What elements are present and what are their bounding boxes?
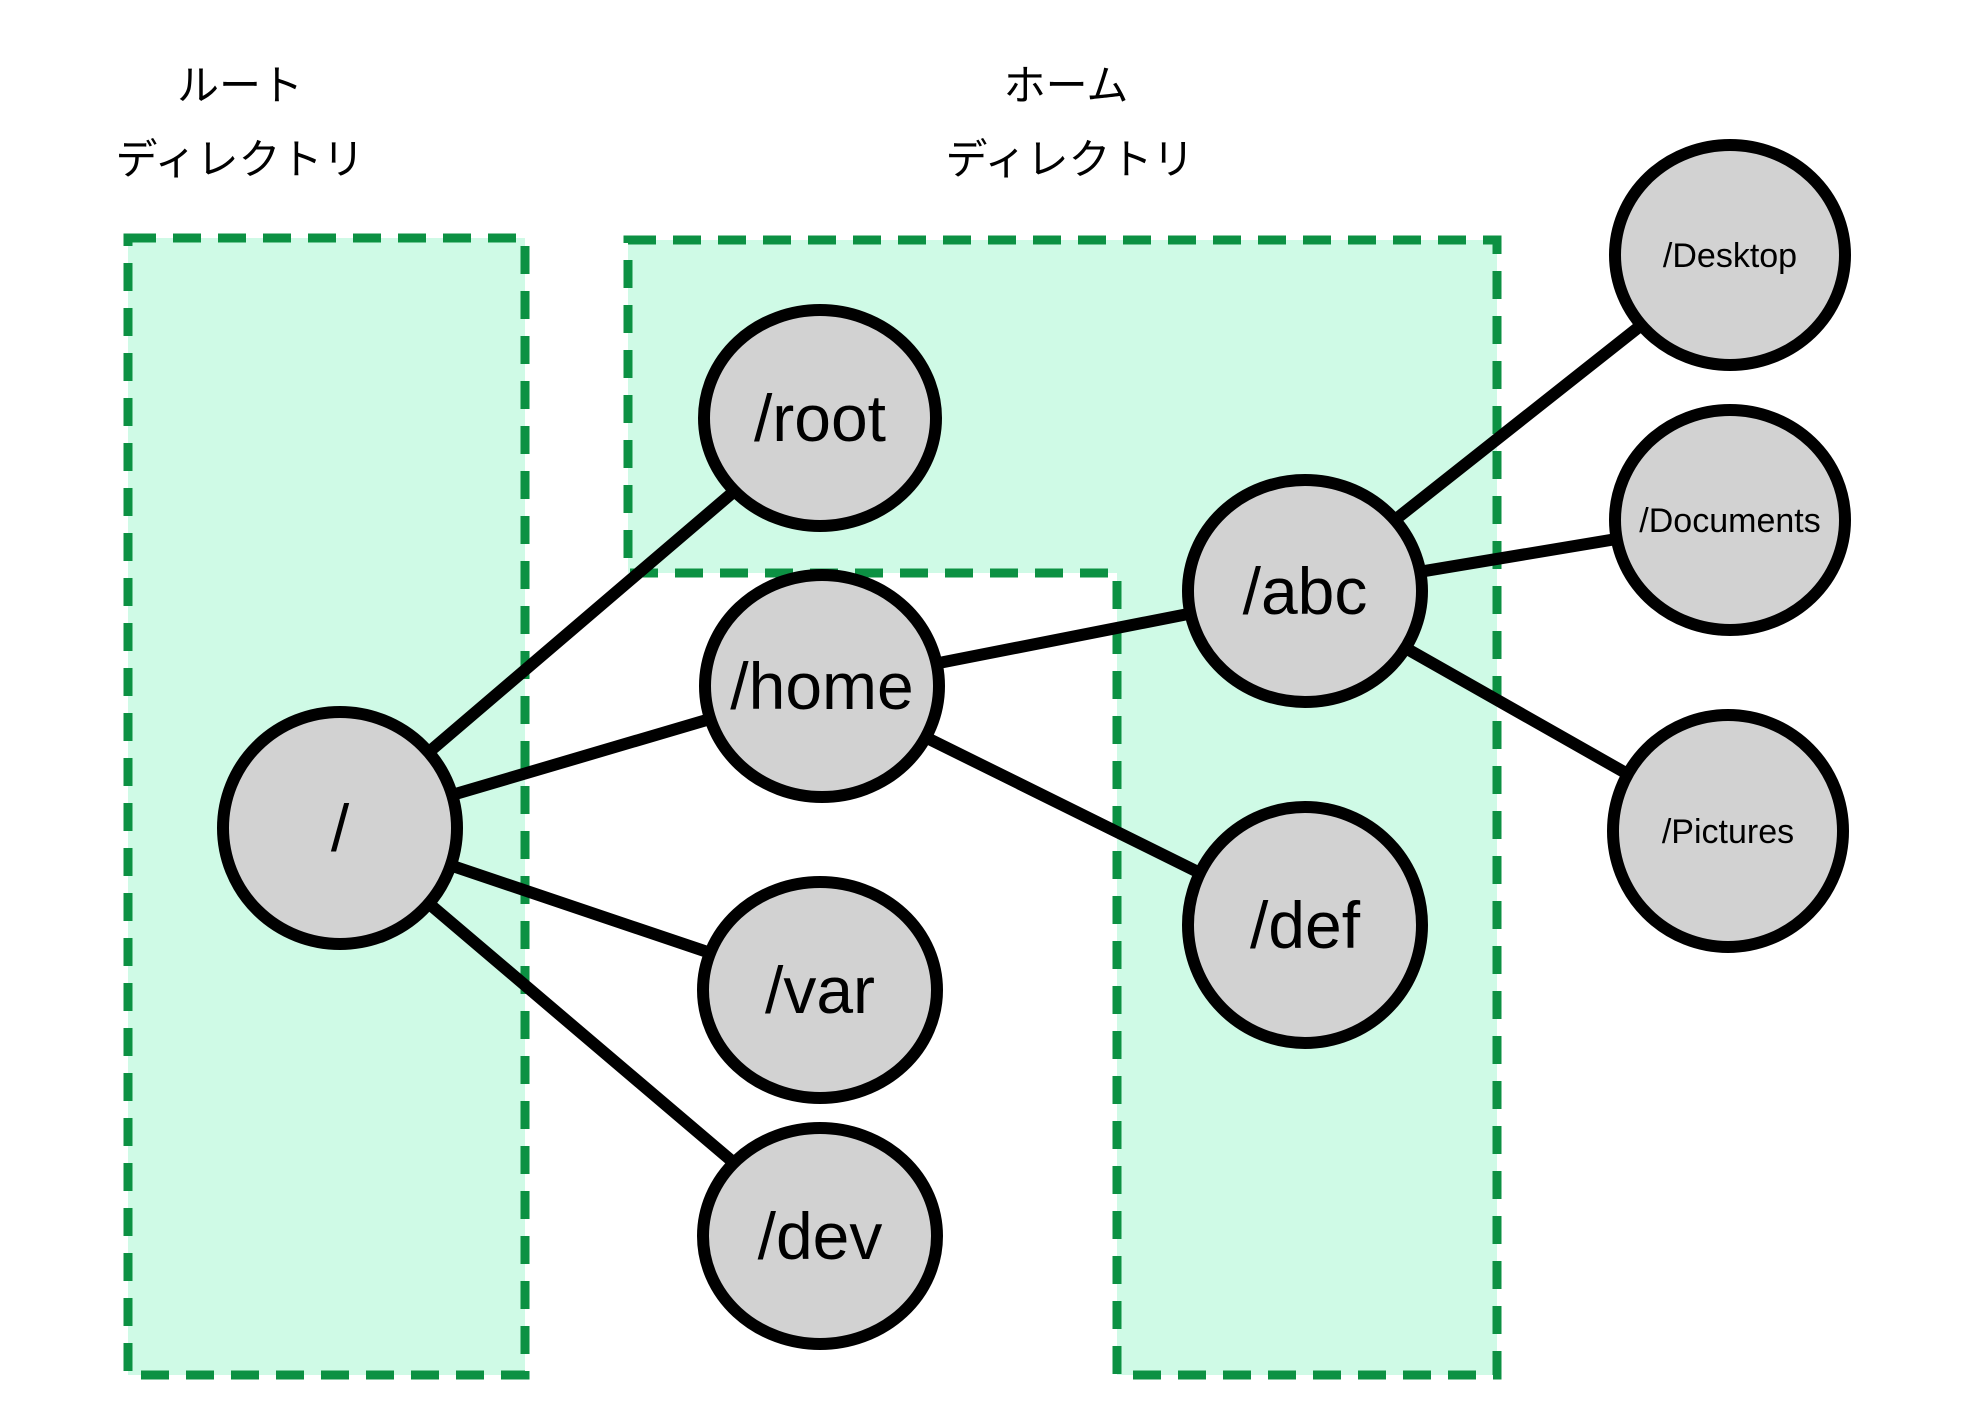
node-home-label: /home (730, 649, 913, 723)
node-slashroot-label: /root (754, 381, 886, 455)
label-home-directory-line2: ディレクトリ (945, 136, 1194, 183)
node-documents: /Documents (1609, 404, 1851, 636)
node-desktop-label: /Desktop (1663, 237, 1797, 275)
node-pictures-circle (1607, 709, 1849, 953)
node-root-label: / (331, 791, 350, 865)
node-slashroot-circle (698, 304, 942, 532)
label-root-directory-line2: ディレクトリ (115, 136, 364, 183)
node-def-circle (1182, 801, 1428, 1049)
node-home-circle (699, 569, 945, 803)
node-abc-circle (1182, 474, 1428, 708)
node-abc-label: /abc (1243, 554, 1368, 628)
node-pictures-label: /Pictures (1662, 813, 1794, 851)
label-root-directory-line1: ルート (177, 62, 303, 109)
node-root: / (217, 706, 463, 950)
node-documents-circle (1609, 404, 1851, 636)
node-var-label: /var (765, 953, 875, 1027)
node-def: /def (1182, 801, 1428, 1049)
node-dev: /dev (697, 1122, 943, 1350)
node-var-circle (697, 876, 943, 1104)
node-desktop-circle (1609, 139, 1851, 371)
node-abc: /abc (1182, 474, 1428, 708)
label-home-directory-line1: ホーム (1004, 62, 1129, 109)
node-var: /var (697, 876, 943, 1104)
node-slashroot: /root (698, 304, 942, 532)
node-dev-label: /dev (758, 1199, 883, 1273)
node-pictures: /Pictures (1607, 709, 1849, 953)
node-desktop: /Desktop (1609, 139, 1851, 371)
node-home: /home (699, 569, 945, 803)
node-root-circle (217, 706, 463, 950)
node-def-label: /def (1250, 888, 1361, 962)
node-documents-label: /Documents (1639, 502, 1820, 540)
node-dev-circle (697, 1122, 943, 1350)
